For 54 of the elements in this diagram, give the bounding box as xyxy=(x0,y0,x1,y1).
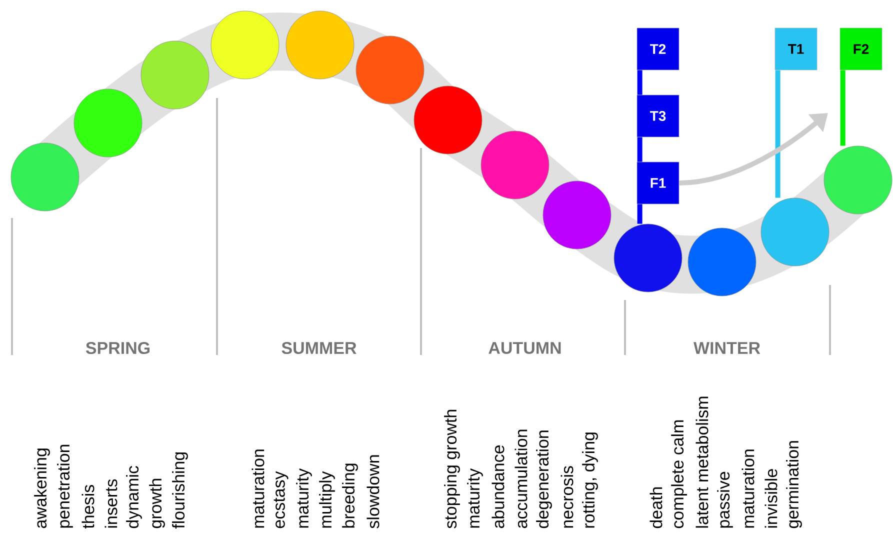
rotated-word: maturity xyxy=(296,468,312,528)
colored-circle xyxy=(614,224,682,292)
rotated-word: breeding xyxy=(342,464,358,528)
flag-pole xyxy=(637,204,642,224)
rotated-word: invisible xyxy=(764,469,778,528)
rotated-word: maturation xyxy=(742,450,754,528)
flag-pole xyxy=(637,137,642,162)
rotated-word: abundance xyxy=(492,445,504,528)
rotated-word: degeneration xyxy=(536,430,552,528)
colored-circle xyxy=(542,180,612,250)
rotated-word: rotting, dying xyxy=(582,432,598,528)
rotated-word: multiply xyxy=(319,471,335,528)
colored-circle xyxy=(760,198,830,266)
flag: T2 xyxy=(636,28,680,70)
flag: T3 xyxy=(636,94,680,138)
colored-circle xyxy=(210,10,280,80)
rotated-word: necrosis xyxy=(560,466,574,528)
rotated-word: passive xyxy=(717,472,733,528)
rotated-word: growth xyxy=(149,478,165,528)
season-label: WINTER xyxy=(694,342,760,354)
flag: F1 xyxy=(636,162,680,204)
rotated-word: maturity xyxy=(467,468,483,528)
rotated-word: maturation xyxy=(252,450,264,528)
rotated-word: dynamic xyxy=(126,466,142,528)
flag-pole xyxy=(637,70,642,95)
colored-circle xyxy=(286,10,354,80)
flag-pole xyxy=(840,70,846,146)
rotated-word: stopping growth xyxy=(444,410,460,528)
flag: T1 xyxy=(774,28,818,70)
season-label: AUTUMN xyxy=(488,342,561,354)
colored-circle xyxy=(356,36,424,104)
rotated-word: ecstasy xyxy=(274,471,288,528)
colored-circle xyxy=(688,228,756,296)
season-label: SPRING xyxy=(86,342,150,354)
rotated-word: slowdown xyxy=(366,455,380,528)
colored-circle xyxy=(140,40,210,110)
colored-circle xyxy=(480,130,550,200)
rotated-word: penetration xyxy=(57,444,73,528)
rotated-word: germination xyxy=(786,441,802,528)
colored-circle xyxy=(74,88,142,158)
colored-circle xyxy=(10,142,80,212)
rotated-word: accumulation xyxy=(514,430,528,528)
rotated-word: flourishing xyxy=(172,452,188,529)
rotated-word: thesis xyxy=(82,485,94,529)
rotated-word: awakening xyxy=(34,448,50,528)
colored-circle xyxy=(824,146,892,214)
flag-pole xyxy=(775,70,780,198)
rotated-word: inserts xyxy=(104,479,118,528)
season-label: SUMMER xyxy=(282,342,356,354)
flag: F2 xyxy=(840,28,882,70)
colored-circle xyxy=(414,86,482,154)
rotated-word: complete calm xyxy=(671,420,687,528)
rotated-word: latent metabolism xyxy=(696,396,708,528)
rotated-word: death xyxy=(650,487,662,528)
